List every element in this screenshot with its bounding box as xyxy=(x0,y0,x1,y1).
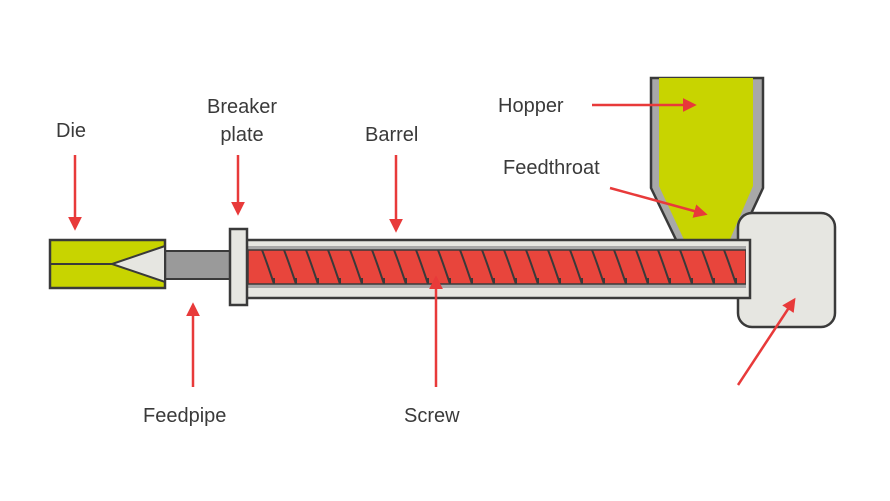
screw-flight xyxy=(591,249,605,285)
label-breaker-plate-line2: plate xyxy=(220,124,264,146)
screw-shape xyxy=(248,249,746,285)
motor-arrow xyxy=(736,297,796,386)
screw-flight xyxy=(261,249,275,285)
label-die: Die xyxy=(56,120,87,142)
screw-flight xyxy=(569,249,583,285)
feedpipe-shape xyxy=(162,250,236,280)
label-feedpipe: Feedpipe xyxy=(143,405,227,427)
breaker-plate-shape xyxy=(228,227,249,307)
screw-flight xyxy=(635,249,649,285)
screw-flight xyxy=(701,249,715,285)
screw-flight xyxy=(327,249,341,285)
screw-flight xyxy=(459,249,473,285)
screw-flight xyxy=(503,249,517,285)
screw-flight xyxy=(283,249,297,285)
screw-flight xyxy=(723,249,737,285)
screw-flight xyxy=(657,249,671,285)
screw-flight xyxy=(437,249,451,285)
label-hopper: Hopper xyxy=(498,95,564,117)
screw-flight xyxy=(679,249,693,285)
screw-flight xyxy=(415,249,429,285)
screw-flight xyxy=(305,249,319,285)
label-screw: Screw xyxy=(404,405,460,427)
screw-flight xyxy=(481,249,495,285)
screw-flight xyxy=(613,249,627,285)
hopper-shape xyxy=(649,76,765,250)
screw-flight xyxy=(349,249,363,285)
screw-flight xyxy=(547,249,561,285)
die-shape xyxy=(48,238,167,290)
label-barrel: Barrel xyxy=(365,124,419,146)
screw-flight xyxy=(393,249,407,285)
screw-flight xyxy=(371,249,385,285)
label-breaker-plate-line1: Breaker xyxy=(206,96,278,118)
feedthroat-arrow xyxy=(609,186,708,218)
label-feedthroat: Feedthroat xyxy=(503,157,600,179)
arrows xyxy=(68,98,796,387)
screw-flight xyxy=(525,249,539,285)
